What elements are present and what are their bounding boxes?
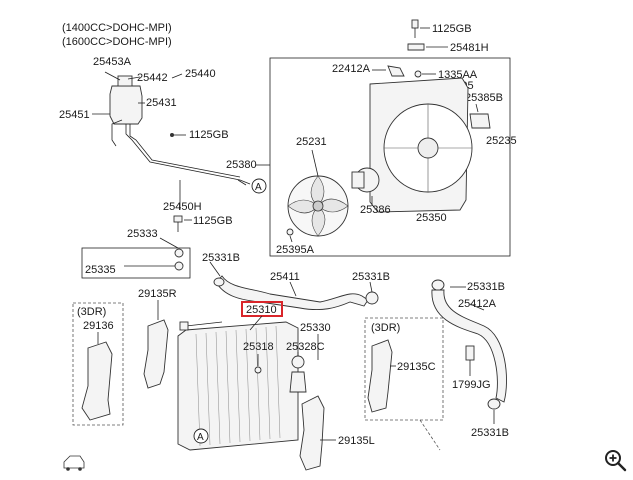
baffle-29135R-shape	[143, 319, 169, 389]
label-25310: 25310	[246, 304, 277, 316]
label-25451: 25451	[59, 109, 90, 121]
label-22412A: 22412A	[332, 63, 371, 75]
label-25481H: 25481H	[450, 42, 489, 54]
engine-line-1: (1400CC>DOHC-MPI)	[62, 22, 172, 34]
label-1125GB-top: 1125GB	[432, 23, 472, 35]
left-3dr-group: (3DR) 29136	[72, 302, 124, 426]
label-29135R: 29135R	[138, 288, 177, 300]
label-25442: 25442	[137, 72, 168, 84]
label-25411: 25411	[270, 271, 300, 283]
label-1335AA: 1335AA	[438, 69, 478, 81]
label-1125GB-left: 1125GB	[189, 129, 229, 141]
label-25385B: 25385B	[465, 92, 503, 104]
label-25331B-right-bottom: 25331B	[471, 427, 509, 439]
baffle-29135R-group: 29135R	[138, 288, 177, 389]
label-25331B-right-top: 25331B	[467, 281, 505, 293]
baffle-29135C-shape	[367, 339, 393, 413]
label-29135L: 29135L	[338, 435, 375, 447]
label-25380: 25380	[226, 159, 257, 171]
fan-assembly-group: 1125GB 25481H 22412A 1335AA 25395 25385B…	[226, 19, 517, 257]
reservoir-group: 25453A 25442 25440 25431 25451 1125GB 25…	[59, 56, 251, 213]
callout-a-top	[251, 178, 267, 194]
vehicle-front-icon	[63, 455, 85, 471]
fan-group-border	[269, 57, 511, 257]
label-25440: 25440	[185, 68, 216, 80]
callout-a-bottom-label: A	[197, 432, 204, 443]
upper-hose-group: 25331B 25411 25331B	[202, 252, 390, 311]
label-1125GB-center: 1125GB	[193, 215, 233, 227]
zoom-in-icon	[605, 450, 627, 472]
label-1799JG: 1799JG	[452, 379, 491, 391]
engine-line-2: (1600CC>DOHC-MPI)	[62, 36, 172, 48]
label-29136: 29136	[83, 320, 114, 332]
label-25453A: 25453A	[93, 56, 132, 68]
label-3dr-left: (3DR)	[77, 306, 106, 318]
label-25328C: 25328C	[286, 341, 325, 353]
label-25450H: 25450H	[163, 201, 202, 213]
lower-hose-group: 25331B 25412A 1799JG 25331B	[431, 279, 509, 439]
hose-25412A-shape	[431, 289, 507, 403]
label-25331B-left: 25331B	[202, 252, 240, 264]
reservoir-tank-shape	[109, 85, 143, 125]
baffle-29135L-group: 29135L	[299, 395, 375, 471]
reservoir-cap-shape	[117, 75, 133, 87]
label-25235: 25235	[486, 135, 517, 147]
callout-a-bottom	[193, 428, 209, 444]
label-29135C: 29135C	[397, 361, 436, 373]
drain-parts-group: 25330 25318 25328C	[243, 322, 331, 393]
label-25386: 25386	[360, 204, 391, 216]
label-25330: 25330	[300, 322, 331, 334]
baffle-29136-shape	[81, 341, 113, 421]
callout-a-top-label: A	[255, 182, 262, 193]
label-25333: 25333	[127, 228, 158, 240]
right-3dr-group: (3DR) 29135C	[364, 317, 444, 451]
baffle-29135L-shape	[299, 395, 325, 471]
bolt-group: 1125GB	[173, 215, 233, 232]
radiator-group: 25310	[177, 301, 299, 451]
label-25318: 25318	[243, 341, 274, 353]
label-25431: 25431	[146, 97, 177, 109]
label-25335: 25335	[85, 264, 116, 276]
label-25331B-center: 25331B	[352, 271, 390, 283]
label-25350: 25350	[416, 212, 447, 224]
label-25231: 25231	[296, 136, 327, 148]
label-25395A: 25395A	[276, 244, 315, 256]
label-25412A: 25412A	[458, 298, 497, 310]
label-3dr-right: (3DR)	[371, 322, 400, 334]
bracket-group: 25333 25335	[81, 228, 191, 279]
zoom-button[interactable]	[603, 448, 627, 472]
